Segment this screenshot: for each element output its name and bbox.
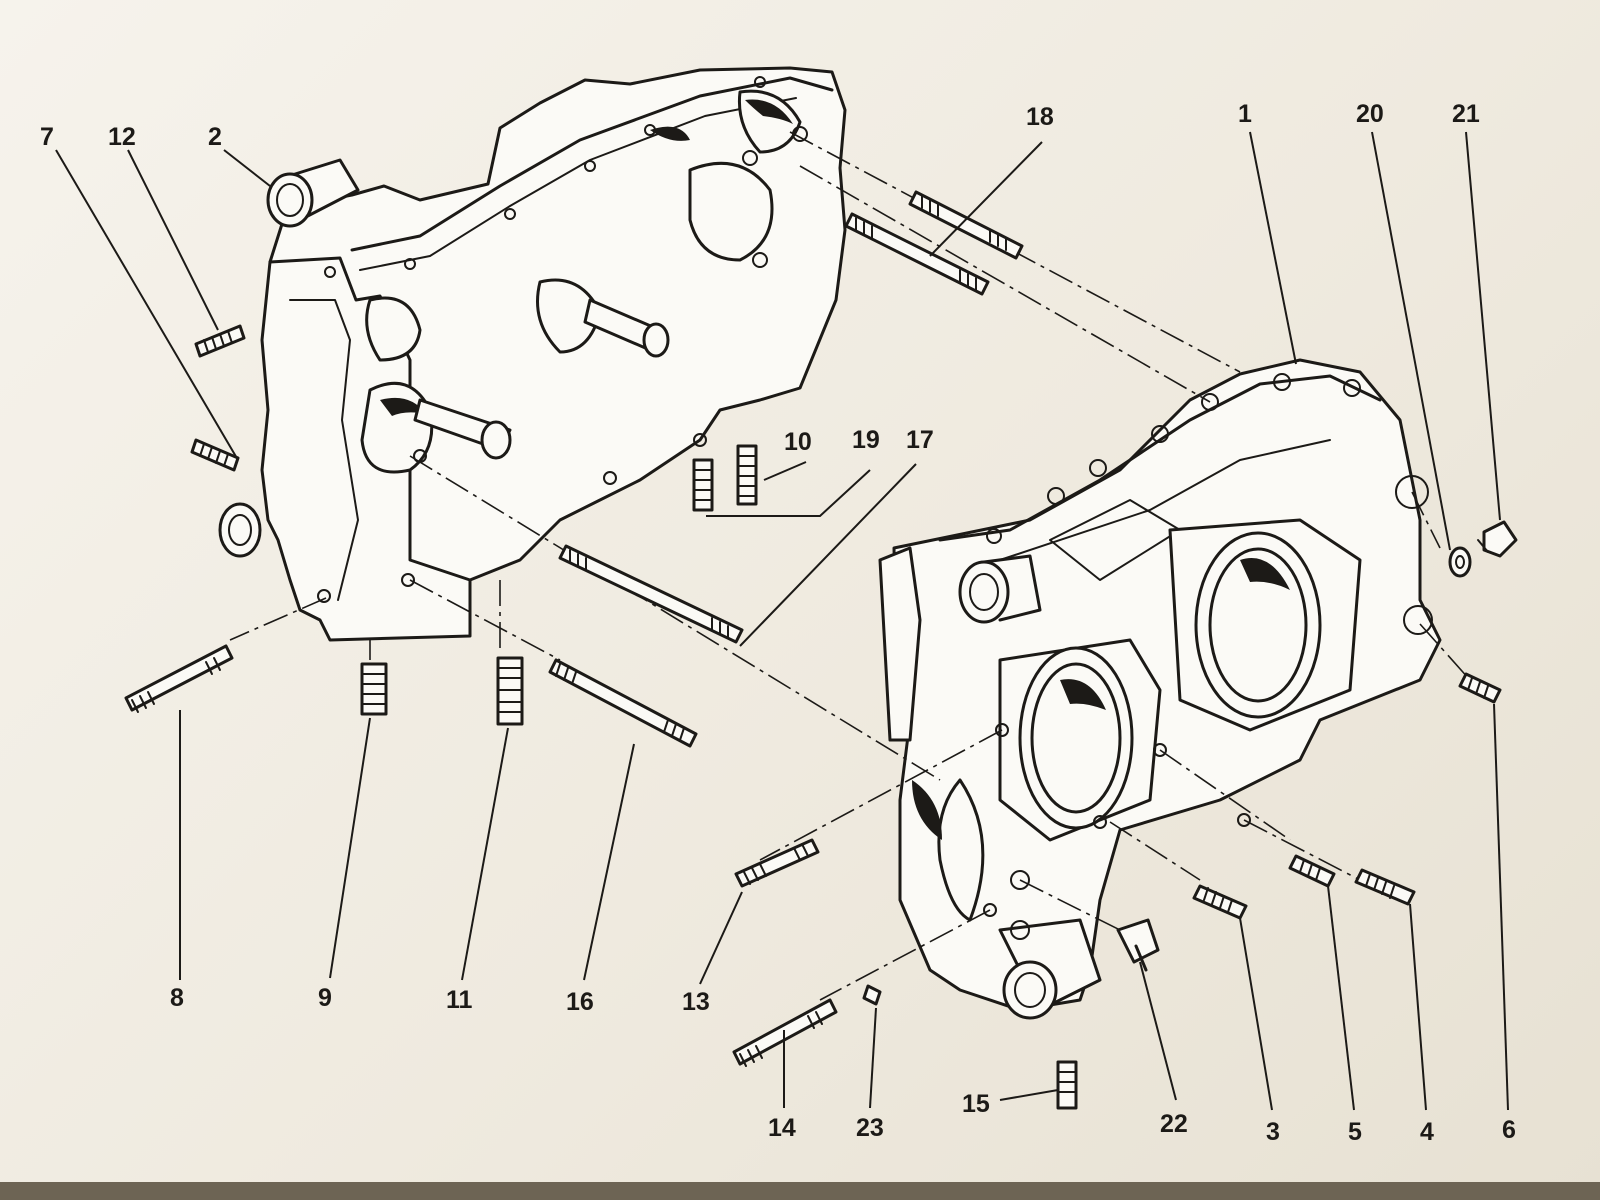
label-2: 2 [208,123,222,151]
label-1: 1 [1238,100,1252,128]
label-7: 7 [40,123,54,151]
label-6: 6 [1502,1116,1516,1144]
label-17: 17 [906,426,934,454]
label-18: 18 [1026,103,1054,131]
label-11: 11 [446,986,473,1014]
label-22: 22 [1160,1110,1188,1138]
label-21: 21 [1452,100,1480,128]
part-number-labels: 7 12 2 18 1 20 21 10 19 17 8 9 11 16 13 … [40,100,1516,1146]
sheet-bottom-edge [0,1182,1600,1200]
right-crankcase-half [878,358,1442,1020]
label-5: 5 [1348,1118,1362,1146]
label-20: 20 [1356,100,1384,128]
label-15: 15 [962,1090,990,1118]
label-8: 8 [170,984,184,1012]
label-19: 19 [852,426,880,454]
label-23: 23 [856,1114,884,1142]
label-16: 16 [566,988,594,1016]
label-14: 14 [768,1114,796,1142]
label-4: 4 [1420,1118,1434,1146]
label-10: 10 [784,428,812,456]
label-13: 13 [682,988,710,1016]
label-12: 12 [108,123,136,151]
label-3: 3 [1266,1118,1280,1146]
studs-and-fasteners [124,190,1518,1110]
leader-lines [55,131,1509,1111]
label-9: 9 [318,984,332,1012]
left-crankcase-half [218,66,847,642]
